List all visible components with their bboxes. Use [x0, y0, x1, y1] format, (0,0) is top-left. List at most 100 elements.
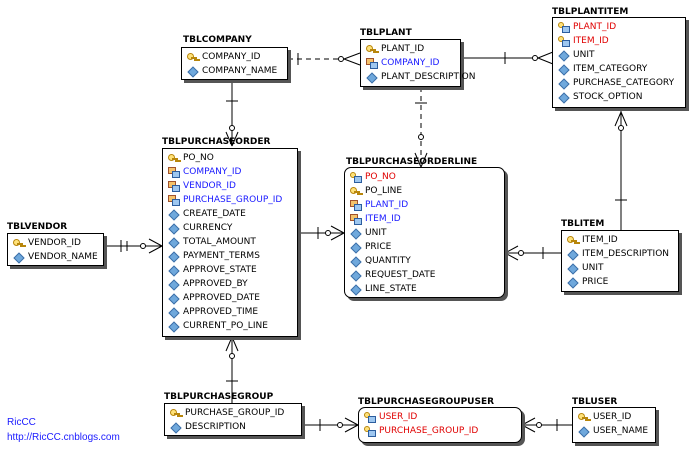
column-row[interactable]: COMPANY_ID	[182, 50, 287, 64]
column-row[interactable]: APPROVED_TIME	[163, 305, 297, 319]
column-row[interactable]: ITEM_ID	[562, 233, 678, 247]
table-tblcompany[interactable]: COMPANY_ID COMPANY_NAME	[181, 47, 288, 80]
column-row[interactable]: PLANT_DESCRIPTION	[361, 70, 475, 84]
table-title-tblpurchaseorderline: TBLPURCHASEORDERLINE	[346, 157, 478, 167]
column-row[interactable]: QUANTITY	[345, 254, 504, 268]
column-name: UNIT	[365, 228, 387, 238]
column-row[interactable]: PURCHASE_GROUP_ID	[163, 193, 297, 207]
column-row[interactable]: ITEM_CATEGORY	[553, 62, 685, 76]
column-name: USER_ID	[379, 412, 418, 422]
column-icon	[350, 284, 361, 294]
column-row[interactable]: APPROVED_DATE	[163, 291, 297, 305]
column-icon	[578, 426, 589, 436]
column-row[interactable]: PO_NO	[345, 170, 504, 184]
column-row[interactable]: PURCHASE_GROUP_ID	[165, 406, 301, 420]
column-name: UNIT	[573, 50, 595, 60]
column-row[interactable]: TOTAL_AMOUNT	[163, 235, 297, 249]
table-tblplant[interactable]: PLANT_ID COMPANY_ID PLANT_DESCRIPTION	[360, 39, 475, 87]
column-row[interactable]: PRICE	[345, 240, 504, 254]
column-icon	[350, 256, 361, 266]
column-icon	[558, 78, 569, 88]
table-title-tblplant: TBLPLANT	[360, 28, 412, 38]
column-icon	[170, 422, 181, 432]
column-icon	[13, 252, 24, 262]
column-icon	[350, 228, 361, 238]
column-icon	[187, 66, 198, 76]
column-row[interactable]: CURRENT_PO_LINE	[163, 319, 297, 333]
foreign-key-icon	[168, 195, 180, 206]
column-row[interactable]: APPROVE_STATE	[163, 263, 297, 277]
table-tblpurchasegroupuser[interactable]: USER_ID PURCHASE_GROUP_ID	[358, 407, 522, 443]
column-row[interactable]: USER_ID	[573, 410, 655, 424]
column-name: COMPANY_ID	[381, 58, 440, 68]
column-row[interactable]: ITEM_ID	[345, 212, 504, 226]
column-name: PO_NO	[183, 153, 214, 163]
column-row[interactable]: PURCHASE_GROUP_ID	[359, 424, 521, 438]
column-name: ITEM_ID	[365, 214, 401, 224]
column-row[interactable]: PAYMENT_TERMS	[163, 249, 297, 263]
column-icon	[168, 209, 179, 219]
column-name: PLANT_ID	[573, 22, 617, 32]
column-row[interactable]: USER_ID	[359, 410, 521, 424]
column-row[interactable]: ITEM_ID	[553, 34, 685, 48]
column-row[interactable]: COMPANY_ID	[163, 165, 297, 179]
column-row[interactable]: PO_NO	[163, 151, 297, 165]
column-icon	[168, 293, 179, 303]
column-row[interactable]: VENDOR_ID	[163, 179, 297, 193]
primary-foreign-key-icon	[558, 36, 570, 47]
column-row[interactable]: APPROVED_BY	[163, 277, 297, 291]
column-name: APPROVE_STATE	[183, 265, 257, 275]
column-row[interactable]: USER_NAME	[573, 424, 655, 438]
column-row[interactable]: PLANT_ID	[553, 20, 685, 34]
column-name: APPROVED_DATE	[183, 293, 260, 303]
column-row[interactable]: CREATE_DATE	[163, 207, 297, 221]
primary-key-icon	[13, 238, 24, 248]
column-row[interactable]: UNIT	[562, 261, 678, 275]
column-row[interactable]: ITEM_DESCRIPTION	[562, 247, 678, 261]
column-row[interactable]: DESCRIPTION	[165, 420, 301, 434]
column-row[interactable]: STOCK_OPTION	[553, 90, 685, 104]
column-row[interactable]: COMPANY_NAME	[182, 64, 287, 78]
column-icon	[567, 249, 578, 259]
column-row[interactable]: VENDOR_ID	[8, 236, 103, 250]
column-icon	[350, 270, 361, 280]
column-icon	[168, 223, 179, 233]
column-row[interactable]: PURCHASE_CATEGORY	[553, 76, 685, 90]
column-row[interactable]: PLANT_ID	[361, 42, 460, 56]
primary-key-icon	[187, 52, 198, 62]
foreign-key-icon	[366, 58, 378, 69]
column-row[interactable]: UNIT	[553, 48, 685, 62]
table-title-tblpurchasegroup: TBLPURCHASEGROUP	[164, 392, 274, 402]
column-name: PLANT_DESCRIPTION	[381, 72, 476, 82]
column-icon	[168, 321, 179, 331]
column-row[interactable]: PRICE	[562, 275, 678, 289]
column-row[interactable]: VENDOR_NAME	[8, 250, 103, 264]
primary-key-icon	[578, 412, 589, 422]
column-row[interactable]: PLANT_ID	[345, 198, 504, 212]
table-tblvendor[interactable]: VENDOR_ID VENDOR_NAME	[7, 233, 104, 266]
column-name: VENDOR_ID	[28, 238, 81, 248]
column-icon	[168, 307, 179, 317]
column-icon	[168, 251, 179, 261]
column-row[interactable]: UNIT	[345, 226, 504, 240]
column-row[interactable]: PO_LINE	[345, 184, 504, 198]
column-icon	[558, 92, 569, 102]
column-row[interactable]: LINE_STATE	[345, 282, 504, 296]
column-icon	[168, 265, 179, 275]
column-row[interactable]: CURRENCY	[163, 221, 297, 235]
column-row[interactable]: REQUEST_DATE	[345, 268, 504, 282]
column-name: CURRENCY	[183, 223, 233, 233]
table-title-tblitem: TBLITEM	[561, 219, 605, 229]
column-icon	[168, 279, 179, 289]
column-name: TOTAL_AMOUNT	[183, 237, 256, 247]
column-name: COMPANY_ID	[202, 52, 261, 62]
column-row[interactable]: COMPANY_ID	[361, 56, 460, 70]
footer-url[interactable]: http://RicCC.cnblogs.com	[7, 432, 120, 443]
primary-key-icon	[567, 235, 578, 245]
